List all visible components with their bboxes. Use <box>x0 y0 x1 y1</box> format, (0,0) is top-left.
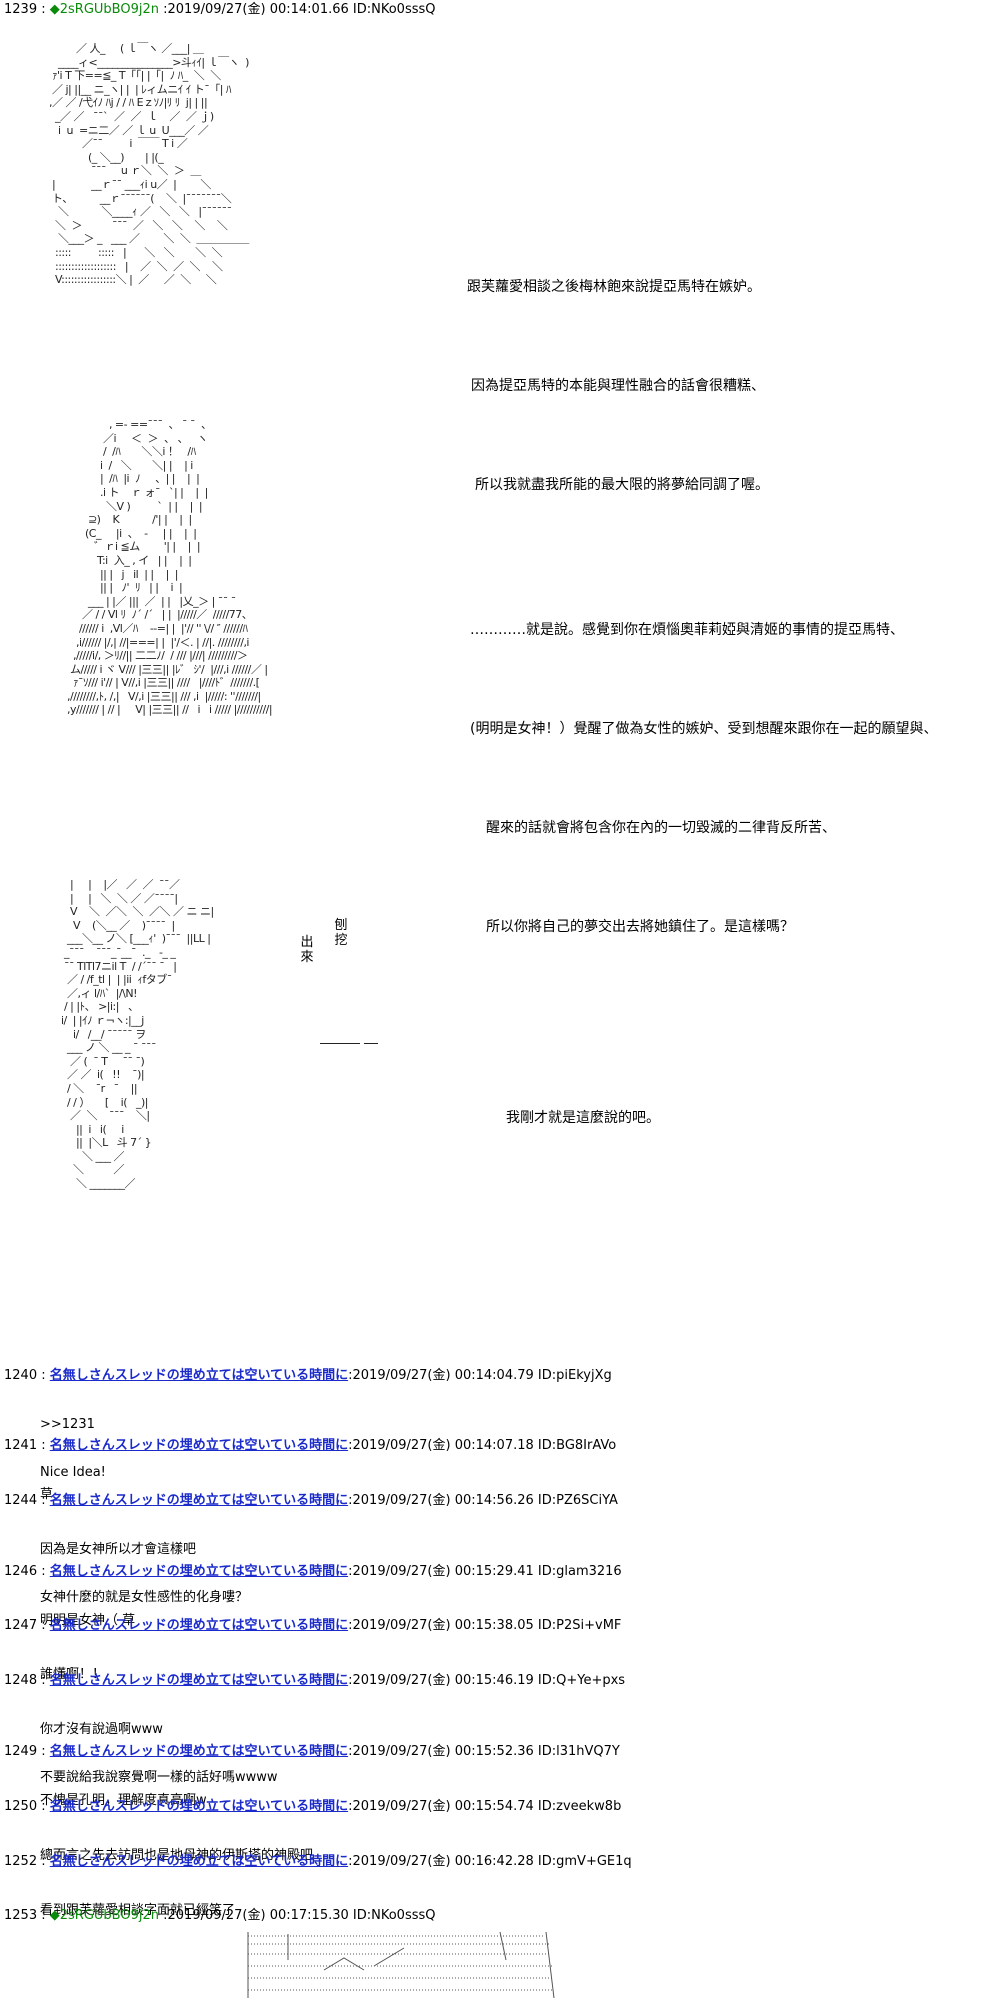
ascii-art-panel-3: | | |／ ／ ／ ¯¯／ | | ＼ ＼ ／ ／¯¯¯¯| V ＼ ／＼ ＼… <box>60 878 214 1191</box>
post-date: 2019/09/27(金) 00:14:01.66 <box>167 2 349 17</box>
ascii-art-fragment <box>247 1931 555 1999</box>
post-header-1253: 1253 : ◆2sRGUbBO9j2n :2019/09/27(金) 00:1… <box>4 1908 436 1923</box>
post-line: 誰懂啊！！ <box>40 1667 106 1682</box>
post-date: 2019/09/27(金) 00:14:56.26 <box>352 1493 534 1508</box>
story-block-2: …………就是說。感覺到你在煩惱奧菲莉婭與清姬的事情的提亞馬特、 (明明是女神！）… <box>470 548 937 977</box>
post-body-1249: 不愧是孔明，理解度真高啊w <box>40 1761 207 1825</box>
poster-name-link[interactable]: 名無しさんスレッドの埋め立ては空いている時間に <box>49 1799 349 1814</box>
post-id: ID:PZ6SCiYA <box>537 1493 618 1508</box>
post-number: 1249 <box>4 1744 38 1759</box>
story-block-1: 跟芙蘿愛相談之後梅林飽來說提亞馬特在嫉妒。 因為提亞馬特的本能與理性融合的話會很… <box>467 205 769 535</box>
post-date: 2019/09/27(金) 00:16:42.28 <box>352 1854 534 1869</box>
story-line: …………就是說。感覺到你在煩惱奧菲莉婭與清姬的事情的提亞馬特、 <box>470 622 904 638</box>
post-id: ID:glam3216 <box>537 1564 622 1579</box>
story-line: 因為提亞馬特的本能與理性融合的話會很糟糕、 <box>471 378 765 394</box>
post-line: 不愧是孔明，理解度真高啊w <box>40 1793 207 1808</box>
post-id: ID:NKo0sssQ <box>352 2 436 17</box>
post-line: 你才沒有說過啊www <box>40 1722 163 1737</box>
post-number: 1244 <box>4 1493 38 1508</box>
story-line: 醒來的話就會將包含你在內的一切毀滅的二律背反所苦、 <box>486 820 836 836</box>
post-header-1247: 1247 : 名無しさんスレッドの埋め立ては空いている時間に:2019/09/2… <box>4 1618 622 1633</box>
story-line: 所以你將自己的夢交出去將她鎮住了。是這樣嗎？ <box>486 919 794 935</box>
post-date: 2019/09/27(金) 00:14:07.18 <box>352 1438 534 1453</box>
poster-name-link[interactable]: 名無しさんスレッドの埋め立ては空いている時間に <box>49 1493 349 1508</box>
divider-line <box>364 1043 378 1044</box>
post-number: 1248 <box>4 1673 38 1688</box>
post-number: 1250 <box>4 1799 38 1814</box>
story-line: 我剛才就是這麼說的吧。 <box>506 1110 660 1126</box>
post-date: 2019/09/27(金) 00:15:52.36 <box>352 1744 534 1759</box>
poster-name-link[interactable]: 名無しさんスレッドの埋め立ては空いている時間に <box>49 1854 349 1869</box>
story-line: 跟芙蘿愛相談之後梅林飽來說提亞馬特在嫉妒。 <box>467 279 761 295</box>
post-body-1248: 你才沒有說過啊www 不要說給我說察覺啊一樣的話好嗎wwww <box>40 1690 278 1802</box>
post-header-1252: 1252 : 名無しさんスレッドの埋め立ては空いている時間に:2019/09/2… <box>4 1854 632 1869</box>
post-body-1247: 誰懂啊！！ <box>40 1635 105 1699</box>
post-id: ID:NKo0sssQ <box>352 1908 436 1923</box>
post-header-1240: 1240 : 名無しさんスレッドの埋め立ては空いている時間に:2019/09/2… <box>4 1368 612 1383</box>
post-line: 看到跟芙蘿愛相談字面就已經笑了 <box>40 1903 236 1918</box>
reply-anchor-link[interactable]: >>1231 <box>40 1417 95 1432</box>
poster-name-link[interactable]: 名無しさんスレッドの埋め立ては空いている時間に <box>49 1564 349 1579</box>
post-header-1244: 1244 : 名無しさんスレッドの埋め立ては空いている時間に:2019/09/2… <box>4 1493 618 1508</box>
post-id: ID:Q+Ye+pxs <box>537 1673 626 1688</box>
post-date: 2019/09/27(金) 00:17:15.30 <box>167 1908 349 1923</box>
post-date: 2019/09/27(金) 00:15:46.19 <box>352 1673 534 1688</box>
post-number: 1252 <box>4 1854 38 1869</box>
ascii-art-panel-1: ／ 人_ ( ｌ￣ヽ ／___| ＿ ____ィ<_______________… <box>48 42 249 287</box>
post-line: 因為是女神所以才會這樣吧 <box>40 1542 197 1557</box>
story-line: (明明是女神！）覺醒了做為女性的嫉妒、受到想醒來跟你在一起的願望與、 <box>470 721 938 737</box>
post-header-1249: 1249 : 名無しさんスレッドの埋め立ては空いている時間に:2019/09/2… <box>4 1744 620 1759</box>
post-body-1246: 明明是女神（ 草 <box>40 1581 135 1645</box>
post-id: ID:piEkyjXg <box>537 1368 612 1383</box>
story-line: 所以我就盡我所能的最大限的將夢給同調了喔。 <box>475 477 769 493</box>
post-body-1240: >>1231 Nice Idea! <box>40 1385 106 1497</box>
post-body-1241: 草 <box>40 1455 53 1519</box>
divider-line <box>320 1043 360 1044</box>
post-line: Nice Idea! <box>40 1465 106 1480</box>
post-date: 2019/09/27(金) 00:15:29.41 <box>352 1564 534 1579</box>
post-id: ID:BG8IrAVo <box>537 1438 617 1453</box>
post-id: ID:zveekw8b <box>537 1799 622 1814</box>
post-id: ID:P2Si+vMF <box>537 1618 622 1633</box>
post-number: 1246 <box>4 1564 38 1579</box>
sound-effect-dig: 刨挖 <box>334 918 348 948</box>
poster-name-link[interactable]: 名無しさんスレッドの埋め立ては空いている時間に <box>49 1744 349 1759</box>
post-body-1250: 總而言之先去訪問也是地母神的伊斯塔的神殿吧 <box>40 1816 313 1880</box>
post-body-1252: 看到跟芙蘿愛相談字面就已經笑了 <box>40 1871 235 1935</box>
post-body-1244: 因為是女神所以才會這樣吧 女神什麼的就是女性感性的化身嘍？ <box>40 1510 248 1622</box>
ascii-art-panel-2: , =- ==¯¯¯ 、 ¯ ¯ 、 ／i ＜ ＞ 、 、 ヽ / /ﾊ ＼＼i… <box>66 418 273 717</box>
post-line: 總而言之先去訪問也是地母神的伊斯塔的神殿吧 <box>40 1848 314 1863</box>
post-number: 1240 <box>4 1368 38 1383</box>
post-line: 不要說給我說察覺啊一樣的話好嗎wwww <box>40 1770 278 1785</box>
post-id: ID:l31hVQ7Y <box>537 1744 620 1759</box>
story-block-3: 我剛才就是這麼說的吧。 <box>506 1036 660 1168</box>
post-line: 女神什麼的就是女性感性的化身嘍？ <box>40 1590 249 1605</box>
post-number: 1241 <box>4 1438 38 1453</box>
poster-name-link[interactable]: 名無しさんスレッドの埋め立ては空いている時間に <box>49 1438 349 1453</box>
post-header-1239: 1239 : ◆2sRGUbBO9j2n :2019/09/27(金) 00:1… <box>4 2 436 17</box>
sound-effect-emerge: 出來 <box>300 935 314 965</box>
author-trip[interactable]: ◆2sRGUbBO9j2n <box>49 1908 159 1923</box>
post-number: 1247 <box>4 1618 38 1633</box>
author-trip[interactable]: ◆2sRGUbBO9j2n <box>49 2 159 17</box>
post-header-1250: 1250 : 名無しさんスレッドの埋め立ては空いている時間に:2019/09/2… <box>4 1799 622 1814</box>
post-header-1241: 1241 : 名無しさんスレッドの埋め立ては空いている時間に:2019/09/2… <box>4 1438 617 1453</box>
poster-name-link[interactable]: 名無しさんスレッドの埋め立ては空いている時間に <box>49 1368 349 1383</box>
post-date: 2019/09/27(金) 00:15:54.74 <box>352 1799 534 1814</box>
post-line: 明明是女神（ 草 <box>40 1613 136 1628</box>
post-number: 1253 <box>4 1908 38 1923</box>
post-date: 2019/09/27(金) 00:15:38.05 <box>352 1618 534 1633</box>
ascii-art-panel-4 <box>244 1930 556 1999</box>
post-line: 草 <box>40 1487 54 1502</box>
poster-name-link[interactable]: 名無しさんスレッドの埋め立ては空いている時間に <box>49 1618 349 1633</box>
post-number: 1239 <box>4 2 38 17</box>
post-date: 2019/09/27(金) 00:14:04.79 <box>352 1368 534 1383</box>
poster-name-link[interactable]: 名無しさんスレッドの埋め立ては空いている時間に <box>49 1673 349 1688</box>
post-id: ID:gmV+GE1q <box>537 1854 632 1869</box>
post-header-1248: 1248 : 名無しさんスレッドの埋め立ては空いている時間に:2019/09/2… <box>4 1673 626 1688</box>
post-header-1246: 1246 : 名無しさんスレッドの埋め立ては空いている時間に:2019/09/2… <box>4 1564 622 1579</box>
